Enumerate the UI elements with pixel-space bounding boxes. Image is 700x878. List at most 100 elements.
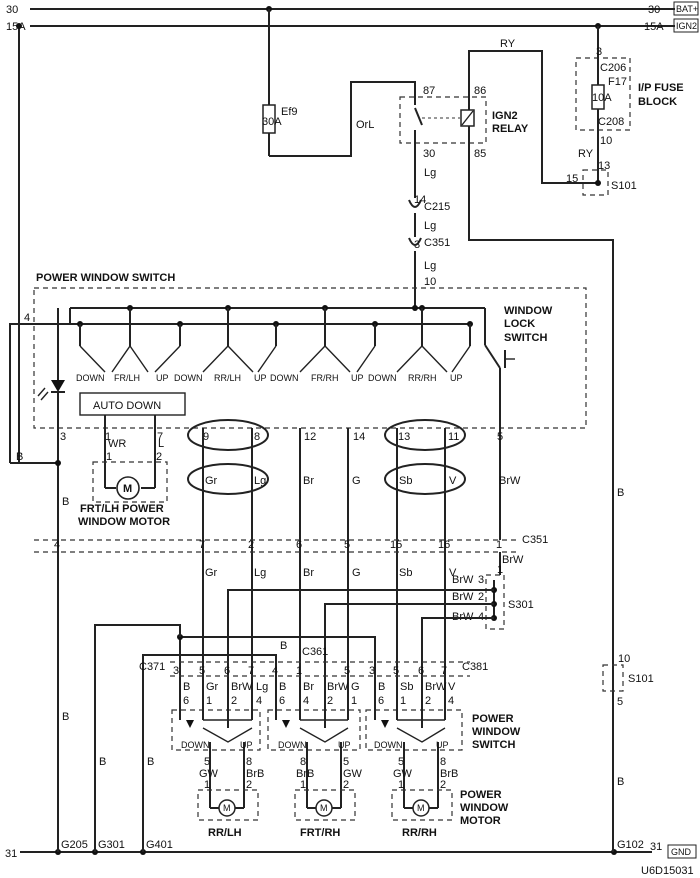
svg-text:Br: Br xyxy=(303,681,314,693)
svg-text:SWITCH: SWITCH xyxy=(472,739,515,751)
svg-text:5: 5 xyxy=(344,665,350,677)
svg-text:DOWN: DOWN xyxy=(278,740,307,750)
svg-text:DOWN: DOWN xyxy=(270,373,299,383)
svg-text:UP: UP xyxy=(436,740,449,750)
svg-text:B: B xyxy=(62,711,69,723)
svg-text:3: 3 xyxy=(596,46,602,58)
svg-text:BrW: BrW xyxy=(499,475,521,487)
svg-text:DOWN: DOWN xyxy=(374,740,403,750)
svg-text:WINDOW: WINDOW xyxy=(460,802,509,814)
svg-text:31: 31 xyxy=(5,848,17,860)
svg-text:C361: C361 xyxy=(302,646,328,658)
svg-text:WINDOW MOTOR: WINDOW MOTOR xyxy=(78,516,170,528)
svg-text:4: 4 xyxy=(256,695,262,707)
svg-text:1: 1 xyxy=(300,779,306,791)
svg-text:6: 6 xyxy=(183,695,189,707)
svg-text:6: 6 xyxy=(224,665,230,677)
svg-text:Br: Br xyxy=(303,567,314,579)
svg-text:BrW: BrW xyxy=(231,681,253,693)
svg-text:DOWN: DOWN xyxy=(76,373,105,383)
svg-text:Lg: Lg xyxy=(254,567,266,579)
svg-text:2: 2 xyxy=(327,695,333,707)
svg-text:Sb: Sb xyxy=(399,475,412,487)
svg-text:Sb: Sb xyxy=(399,567,412,579)
svg-text:DOWN: DOWN xyxy=(181,740,210,750)
svg-text:1: 1 xyxy=(204,779,210,791)
svg-text:1: 1 xyxy=(400,695,406,707)
svg-text:G: G xyxy=(352,567,361,579)
svg-text:Sb: Sb xyxy=(400,681,413,693)
svg-text:MOTOR: MOTOR xyxy=(460,815,501,827)
svg-text:3: 3 xyxy=(60,431,66,443)
svg-text:2: 2 xyxy=(231,695,237,707)
svg-text:LOCK: LOCK xyxy=(504,318,535,330)
svg-text:BrW: BrW xyxy=(327,681,349,693)
svg-text:5: 5 xyxy=(398,756,404,768)
svg-text:UP: UP xyxy=(450,373,463,383)
svg-text:3: 3 xyxy=(478,574,484,586)
svg-text:1: 1 xyxy=(497,564,503,576)
svg-text:M: M xyxy=(320,803,328,813)
svg-text:16: 16 xyxy=(438,539,450,551)
svg-text:31: 31 xyxy=(650,841,662,853)
svg-text:BrB: BrB xyxy=(296,768,314,780)
door-switch-connectors: C371 3 5 6 7 4 1 5 3 5 6 7 C381 xyxy=(139,661,488,677)
svg-text:WINDOW: WINDOW xyxy=(472,726,521,738)
svg-text:C215: C215 xyxy=(424,201,450,213)
svg-text:1: 1 xyxy=(496,539,502,551)
svg-text:10: 10 xyxy=(618,653,630,665)
svg-text:M: M xyxy=(123,483,132,495)
svg-text:BrW: BrW xyxy=(502,554,524,566)
svg-text:C351: C351 xyxy=(424,237,450,249)
svg-text:B: B xyxy=(280,640,287,652)
svg-text:14: 14 xyxy=(353,431,365,443)
door-switch-rr-rh: B Sb BrW V 6 1 2 4 DOWN UP 5 8 GW BrB 1 … xyxy=(365,680,463,839)
svg-text:3: 3 xyxy=(414,239,420,251)
svg-text:F17: F17 xyxy=(608,76,627,88)
svg-text:Lg: Lg xyxy=(424,220,436,232)
svg-text:RR/LH: RR/LH xyxy=(208,827,242,839)
svg-text:6: 6 xyxy=(296,539,302,551)
s301-splice: 1 BrW 3 BrW 2 BrW 4 S301 xyxy=(227,552,534,680)
svg-text:13: 13 xyxy=(598,160,610,172)
svg-text:5: 5 xyxy=(343,756,349,768)
svg-text:FRT/LH POWER: FRT/LH POWER xyxy=(80,503,164,515)
svg-text:IGN2: IGN2 xyxy=(676,21,697,31)
svg-text:RY: RY xyxy=(500,38,516,50)
svg-text:UP: UP xyxy=(254,373,267,383)
svg-text:FR/LH: FR/LH xyxy=(114,373,140,383)
svg-text:C381: C381 xyxy=(462,661,488,673)
svg-text:Gr: Gr xyxy=(205,567,218,579)
svg-text:B: B xyxy=(183,681,190,693)
svg-text:Lg: Lg xyxy=(256,681,268,693)
svg-text:87: 87 xyxy=(423,85,435,97)
svg-text:FR/RH: FR/RH xyxy=(311,373,339,383)
svg-text:U6D15031: U6D15031 xyxy=(641,865,694,877)
svg-text:8: 8 xyxy=(254,431,260,443)
svg-text:UP: UP xyxy=(240,740,253,750)
svg-text:3: 3 xyxy=(173,665,179,677)
svg-text:30: 30 xyxy=(423,148,435,160)
svg-text:6: 6 xyxy=(418,665,424,677)
svg-text:UP: UP xyxy=(338,740,351,750)
svg-text:G401: G401 xyxy=(146,839,173,851)
ip-fuse-block: 3 C206 F17 10A C208 10 I/P FUSE BLOCK RY xyxy=(575,26,684,183)
svg-text:B: B xyxy=(279,681,286,693)
svg-text:G205: G205 xyxy=(61,839,88,851)
svg-text:V: V xyxy=(448,681,456,693)
svg-text:86: 86 xyxy=(474,85,486,97)
svg-text:15: 15 xyxy=(390,539,402,551)
door-group-labels: POWER WINDOW SWITCH POWER WINDOW MOTOR xyxy=(460,713,521,827)
svg-text:BrW: BrW xyxy=(425,681,447,693)
svg-text:B: B xyxy=(378,681,385,693)
svg-text:10: 10 xyxy=(424,276,436,288)
svg-text:30: 30 xyxy=(648,4,660,16)
svg-text:G102: G102 xyxy=(617,839,644,851)
svg-text:Lg: Lg xyxy=(424,260,436,272)
svg-text:5: 5 xyxy=(199,665,205,677)
svg-text:1: 1 xyxy=(206,695,212,707)
svg-text:C351: C351 xyxy=(522,534,548,546)
svg-text:RR/RH: RR/RH xyxy=(408,373,437,383)
svg-text:B: B xyxy=(62,496,69,508)
